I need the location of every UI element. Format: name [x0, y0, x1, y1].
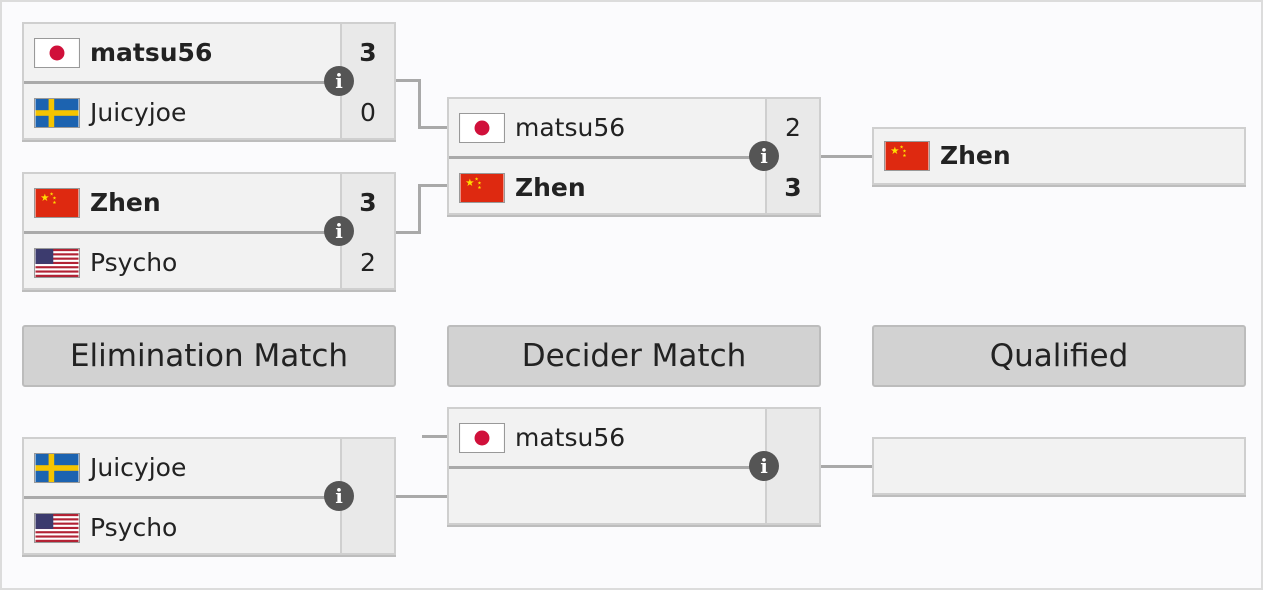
connector-line — [394, 231, 421, 234]
svg-text:★: ★ — [477, 185, 481, 191]
player-row[interactable]: matsu56 — [449, 409, 819, 467]
player-score: 2 — [785, 113, 801, 142]
china-flag-icon: ★★★★ — [459, 173, 505, 203]
japan-flag-icon — [34, 38, 80, 68]
player-row[interactable]: Psycho — [24, 234, 394, 292]
info-icon[interactable]: i — [749, 141, 779, 171]
svg-text:★: ★ — [40, 192, 49, 204]
player-score: 3 — [359, 38, 377, 67]
header-elimination-match: Elimination Match — [22, 325, 396, 387]
connector-line — [819, 155, 875, 158]
connector-line — [418, 79, 421, 129]
player-score: 0 — [360, 98, 376, 127]
china-flag-icon: ★★★★ — [34, 188, 80, 218]
row-divider — [449, 466, 819, 469]
connector-line — [394, 79, 421, 82]
row-divider — [24, 231, 394, 234]
player-score: 3 — [359, 188, 377, 217]
player-score: 2 — [360, 248, 376, 277]
row-divider — [449, 156, 819, 159]
connector-line — [418, 184, 450, 187]
qualified-slot[interactable]: ★★★★ Zhen — [872, 127, 1246, 185]
connector-line — [422, 435, 448, 438]
player-row[interactable]: Psycho — [24, 499, 394, 557]
player-name: matsu56 — [515, 423, 626, 452]
player-name: matsu56 — [90, 38, 213, 67]
player-name: Juicyjoe — [90, 98, 187, 127]
player-row[interactable]: matsu56 — [449, 99, 819, 157]
svg-text:★: ★ — [475, 177, 479, 183]
sweden-flag-icon — [34, 98, 80, 128]
player-row[interactable]: Juicyjoe — [24, 439, 394, 497]
player-name: Juicyjoe — [90, 453, 187, 482]
svg-text:★: ★ — [50, 192, 54, 198]
japan-flag-icon — [459, 113, 505, 143]
svg-text:★: ★ — [477, 180, 481, 186]
player-name: Zhen — [515, 173, 586, 202]
player-name: Zhen — [90, 188, 161, 217]
player-row[interactable]: Juicyjoe — [24, 84, 394, 142]
svg-text:★: ★ — [902, 153, 906, 159]
player-score — [342, 499, 394, 557]
china-flag-icon: ★★★★ — [884, 141, 930, 171]
player-row[interactable]: ★★★★ Zhen — [24, 174, 394, 232]
japan-flag-icon — [459, 423, 505, 453]
player-name: Psycho — [90, 513, 178, 542]
svg-text:★: ★ — [465, 177, 474, 189]
info-icon[interactable]: i — [749, 451, 779, 481]
player-row[interactable]: matsu56 — [24, 24, 394, 82]
info-icon[interactable]: i — [324, 66, 354, 96]
svg-text:★: ★ — [52, 200, 56, 206]
player-row[interactable]: ★★★★ Zhen — [449, 159, 819, 217]
connector-line — [819, 465, 875, 468]
usa-flag-icon — [34, 248, 80, 278]
connector-line — [418, 126, 450, 129]
row-divider — [24, 81, 394, 84]
player-name: Zhen — [940, 141, 1011, 170]
header-qualified: Qualified — [872, 325, 1246, 387]
svg-text:★: ★ — [902, 148, 906, 154]
player-score — [767, 469, 819, 527]
connector-line — [418, 184, 421, 234]
match-card-decider[interactable]: matsu56 ★★★★ Zhen 2 3 — [447, 97, 821, 215]
sweden-flag-icon — [34, 453, 80, 483]
header-decider-match: Decider Match — [447, 325, 821, 387]
svg-text:★: ★ — [900, 145, 904, 151]
player-name: Psycho — [90, 248, 178, 277]
info-icon[interactable]: i — [324, 216, 354, 246]
player-score: 3 — [784, 173, 802, 202]
player-name: matsu56 — [515, 113, 626, 142]
svg-text:★: ★ — [890, 145, 899, 157]
usa-flag-icon — [34, 513, 80, 543]
svg-text:★: ★ — [52, 195, 56, 201]
info-icon[interactable]: i — [324, 481, 354, 511]
row-divider — [24, 496, 394, 499]
connector-line — [394, 495, 448, 498]
qualified-slot-lower[interactable] — [872, 437, 1246, 495]
